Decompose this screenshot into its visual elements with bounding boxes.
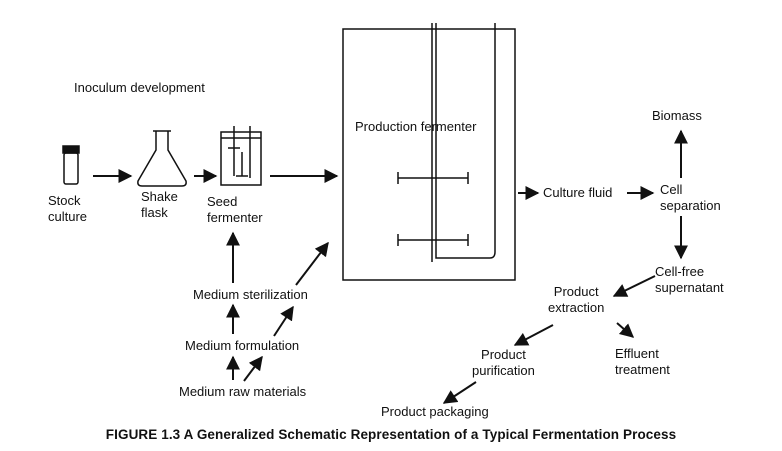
shake-flask-label: Shake flask (141, 189, 178, 220)
production-fermenter-label: Production fermenter (355, 119, 477, 134)
figure-caption: FIGURE 1.3 A Generalized Schematic Repre… (105, 427, 677, 442)
product-packaging-label: Product packaging (381, 404, 489, 419)
seed-fermenter-icon (220, 126, 262, 186)
medium-sterilization-label: Medium sterilization (193, 287, 308, 302)
inoculum-development-label: Inoculum development (74, 80, 205, 95)
cell-separation-label: Cell separation (660, 182, 721, 213)
biomass-label: Biomass (652, 108, 702, 123)
cell-free-supernatant-label: Cell-free supernatant (655, 264, 724, 295)
product-extraction-label: Product extraction (548, 284, 605, 315)
medium-raw-materials-label: Medium raw materials (179, 384, 307, 399)
stock-culture-vial-icon (62, 145, 80, 185)
stock-culture-label: Stock culture (48, 193, 88, 224)
production-fermenter-vessel (342, 23, 516, 281)
medium-formulation-label: Medium formulation (185, 338, 300, 353)
flow-arrows (93, 129, 688, 404)
seed-fermenter-label: Seed fermenter (207, 194, 263, 225)
product-purification-label: Product purification (472, 347, 535, 378)
effluent-treatment-label: Effluent treatment (615, 346, 670, 377)
shake-flask-icon (137, 130, 187, 187)
culture-fluid-label: Culture fluid (543, 185, 613, 200)
